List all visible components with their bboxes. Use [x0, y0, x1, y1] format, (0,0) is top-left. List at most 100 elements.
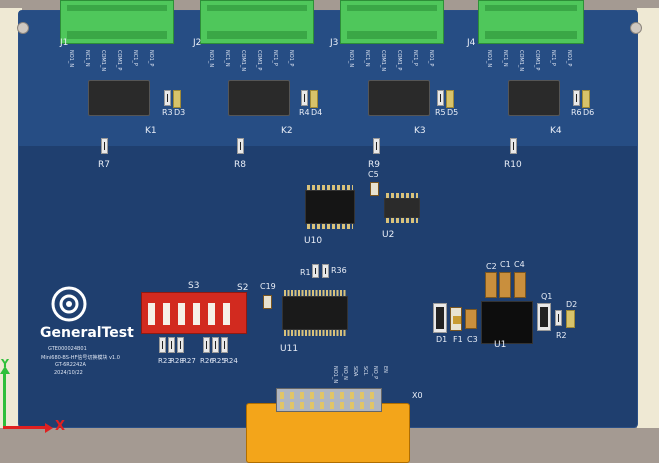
r9-label: R9 [368, 160, 380, 170]
axis-x-line [3, 426, 47, 429]
dip-switch-s3 [141, 292, 247, 334]
u2-label: U2 [382, 230, 395, 240]
r25-label: R25 [212, 357, 226, 365]
u10-label: U10 [304, 236, 323, 246]
j4-label: J4 [467, 38, 476, 48]
c5-label: C5 [368, 170, 379, 179]
arrow-right-icon [45, 423, 53, 433]
r28-label: R28 [170, 357, 184, 365]
axis-y-line [3, 372, 6, 428]
r5-label: R5 [435, 108, 446, 117]
x0-pin-label: SCL [362, 366, 368, 376]
info-line-2: Mini680-BS-HF信号切换模块 v1.0 [41, 355, 120, 361]
led-d6 [582, 90, 590, 108]
led-d3 [173, 90, 181, 108]
pin-label: NC1_P [132, 50, 138, 66]
arrow-up-icon [0, 366, 10, 374]
terminal-j1 [60, 0, 174, 44]
d2-label: D2 [566, 300, 578, 309]
pin-label: COM1_N [240, 50, 246, 72]
x0-pin-label: EN [382, 366, 388, 373]
mount-hole-tl [17, 22, 29, 34]
r10-label: R10 [504, 160, 522, 170]
cap-c2 [485, 272, 497, 298]
res-r10 [510, 138, 517, 154]
pin-label: NC1_P [550, 50, 556, 66]
j1-label: J1 [60, 38, 69, 48]
u2-pins-bottom [386, 218, 418, 223]
relay-k4 [508, 80, 560, 116]
d4-label: D4 [311, 108, 323, 117]
s2-label: S2 [237, 283, 249, 293]
terminal-j2 [200, 0, 314, 44]
pin-label: NC1_P [412, 50, 418, 66]
u11-label: U11 [280, 344, 299, 354]
pin-label: COM1_P [116, 50, 122, 71]
cap-c4 [514, 272, 526, 298]
res-r7 [101, 138, 108, 154]
pin-label: NO1_N [486, 50, 492, 68]
u10-pins-top [307, 185, 353, 190]
pin-label: NC1_N [364, 50, 370, 67]
res-r8 [237, 138, 244, 154]
transistor-q1 [537, 303, 551, 331]
pin-label: COM1_P [256, 50, 262, 71]
ic-u1 [481, 301, 533, 344]
axis-y-label: Y [1, 357, 9, 370]
pin-label: NO1_P [566, 50, 572, 67]
res-r6 [573, 90, 580, 106]
q1-label: Q1 [541, 292, 553, 301]
led-d5 [446, 90, 454, 108]
diode-d2 [566, 310, 575, 328]
pin-label: NC1_N [502, 50, 508, 67]
relay-k2 [228, 80, 290, 116]
res-r3 [164, 90, 171, 106]
pin-label: NO1_P [288, 50, 294, 67]
cap-c19 [263, 295, 272, 309]
pin-label: NO1_N [208, 50, 214, 68]
r1-label: R1 [300, 268, 311, 277]
ic-u11 [282, 296, 348, 330]
x0-pin-label: NO_P [372, 366, 378, 380]
s3-label: S3 [188, 281, 200, 291]
j3-label: J3 [330, 38, 339, 48]
j2-label: J2 [193, 38, 202, 48]
relay-k1 [88, 80, 150, 116]
relay-k3 [368, 80, 430, 116]
x0-label: X0 [412, 391, 423, 400]
mount-hole-tr [630, 22, 642, 34]
right-rail [637, 8, 659, 438]
k3-label: K3 [414, 126, 426, 136]
fuse-f1 [450, 307, 462, 331]
left-rail [0, 8, 22, 438]
pin-label: COM1_P [534, 50, 540, 71]
c1-label: C1 [500, 260, 511, 269]
info-line-1: GTE000024B01 [48, 346, 87, 352]
res-r24 [221, 337, 228, 353]
terminal-j3 [340, 0, 444, 44]
u2-pins-top [386, 193, 418, 198]
cap-c1 [499, 272, 511, 298]
d6-label: D6 [583, 108, 595, 117]
info-line-3: GT-6R2242A [55, 362, 86, 368]
axis-x-label: X [55, 419, 66, 434]
pin-label: NC1_P [272, 50, 278, 66]
u11-pins-top [284, 290, 346, 296]
d5-label: D5 [447, 108, 459, 117]
terminal-j4 [478, 0, 584, 44]
pin-label: COM1_N [518, 50, 524, 72]
r4-label: R4 [299, 108, 310, 117]
x0-pin-header [276, 388, 382, 412]
res-r2 [555, 310, 562, 326]
d1-label: D1 [436, 335, 448, 344]
pin-label: COM1_N [100, 50, 106, 72]
logo-icon [51, 286, 87, 322]
u10-pins-bottom [307, 224, 353, 229]
r6-label: R6 [571, 108, 582, 117]
res-r28 [168, 337, 175, 353]
ic-u2 [384, 198, 420, 218]
f1-label: F1 [453, 335, 463, 344]
c2-label: C2 [486, 262, 497, 271]
res-r25 [212, 337, 219, 353]
res-r27 [177, 337, 184, 353]
